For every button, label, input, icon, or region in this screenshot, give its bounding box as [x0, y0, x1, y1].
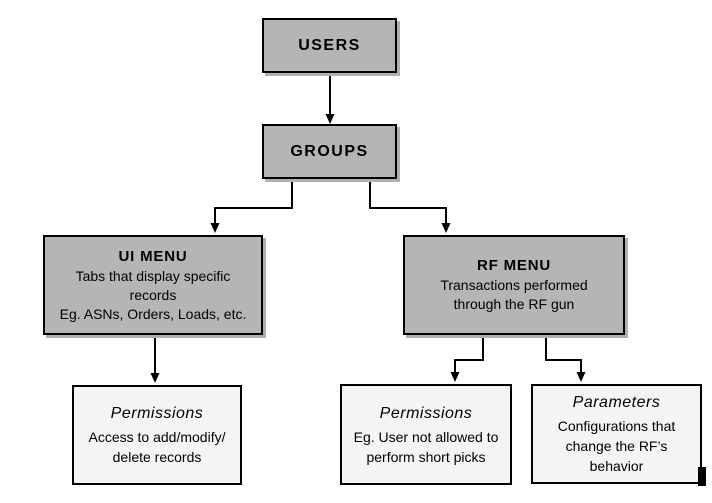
node-users-label: USERS	[298, 37, 361, 54]
node-users: USERS	[262, 18, 397, 73]
node-rf-menu-line: Transactions performed	[440, 277, 588, 293]
connector-rf-menu-permissions	[454, 335, 484, 373]
node-ui-permissions-line: Access to add/modify/	[88, 429, 226, 445]
arrowhead-rf-parameters	[576, 372, 586, 382]
node-ui-permissions: Permissions Access to add/modify/ delete…	[72, 385, 242, 485]
node-ui-menu-title: UI MENU	[118, 247, 188, 265]
arrowhead-groups	[325, 114, 335, 124]
arrowhead-rf-permissions	[450, 372, 460, 382]
arrowhead-rf-menu	[441, 223, 451, 233]
node-rf-permissions: Permissions Eg. User not allowed to perf…	[340, 384, 512, 485]
connector-groups-ui-menu	[214, 180, 293, 224]
node-rf-permissions-line: Eg. User not allowed to	[353, 428, 499, 445]
node-ui-permissions-title: Permissions	[110, 405, 204, 422]
arrowhead-ui-permissions	[150, 373, 160, 383]
arrowhead-ui-menu	[210, 223, 220, 233]
node-rf-permissions-line: perform short picks	[366, 448, 486, 465]
node-rf-menu-line: through the RF gun	[453, 296, 575, 312]
node-ui-permissions-line: delete records	[112, 449, 202, 465]
node-rf-menu: RF MENU Transactions performed through t…	[403, 235, 625, 335]
node-rf-parameters-line: change the RF’s	[565, 438, 668, 454]
node-groups-label: GROUPS	[290, 143, 369, 160]
node-rf-parameters: Parameters Configurations that change th…	[531, 384, 702, 484]
node-groups: GROUPS	[262, 124, 397, 179]
connector-groups-rf-menu	[369, 180, 447, 224]
node-rf-menu-title: RF MENU	[477, 257, 551, 274]
node-ui-menu-line: Eg. ASNs, Orders, Loads, etc.	[59, 305, 247, 322]
node-rf-parameters-title: Parameters	[572, 394, 661, 411]
node-rf-parameters-line: Configurations that	[557, 418, 676, 434]
node-ui-menu: UI MENU Tabs that display specific recor…	[43, 235, 263, 335]
connector-rf-menu-parameters	[545, 335, 582, 373]
node-ui-menu-line: Tabs that display specific	[75, 267, 231, 284]
node-rf-parameters-line: behavior	[589, 458, 644, 474]
stray-mark	[698, 467, 706, 486]
node-rf-permissions-title: Permissions	[379, 404, 473, 422]
node-ui-menu-line: records	[129, 286, 177, 303]
